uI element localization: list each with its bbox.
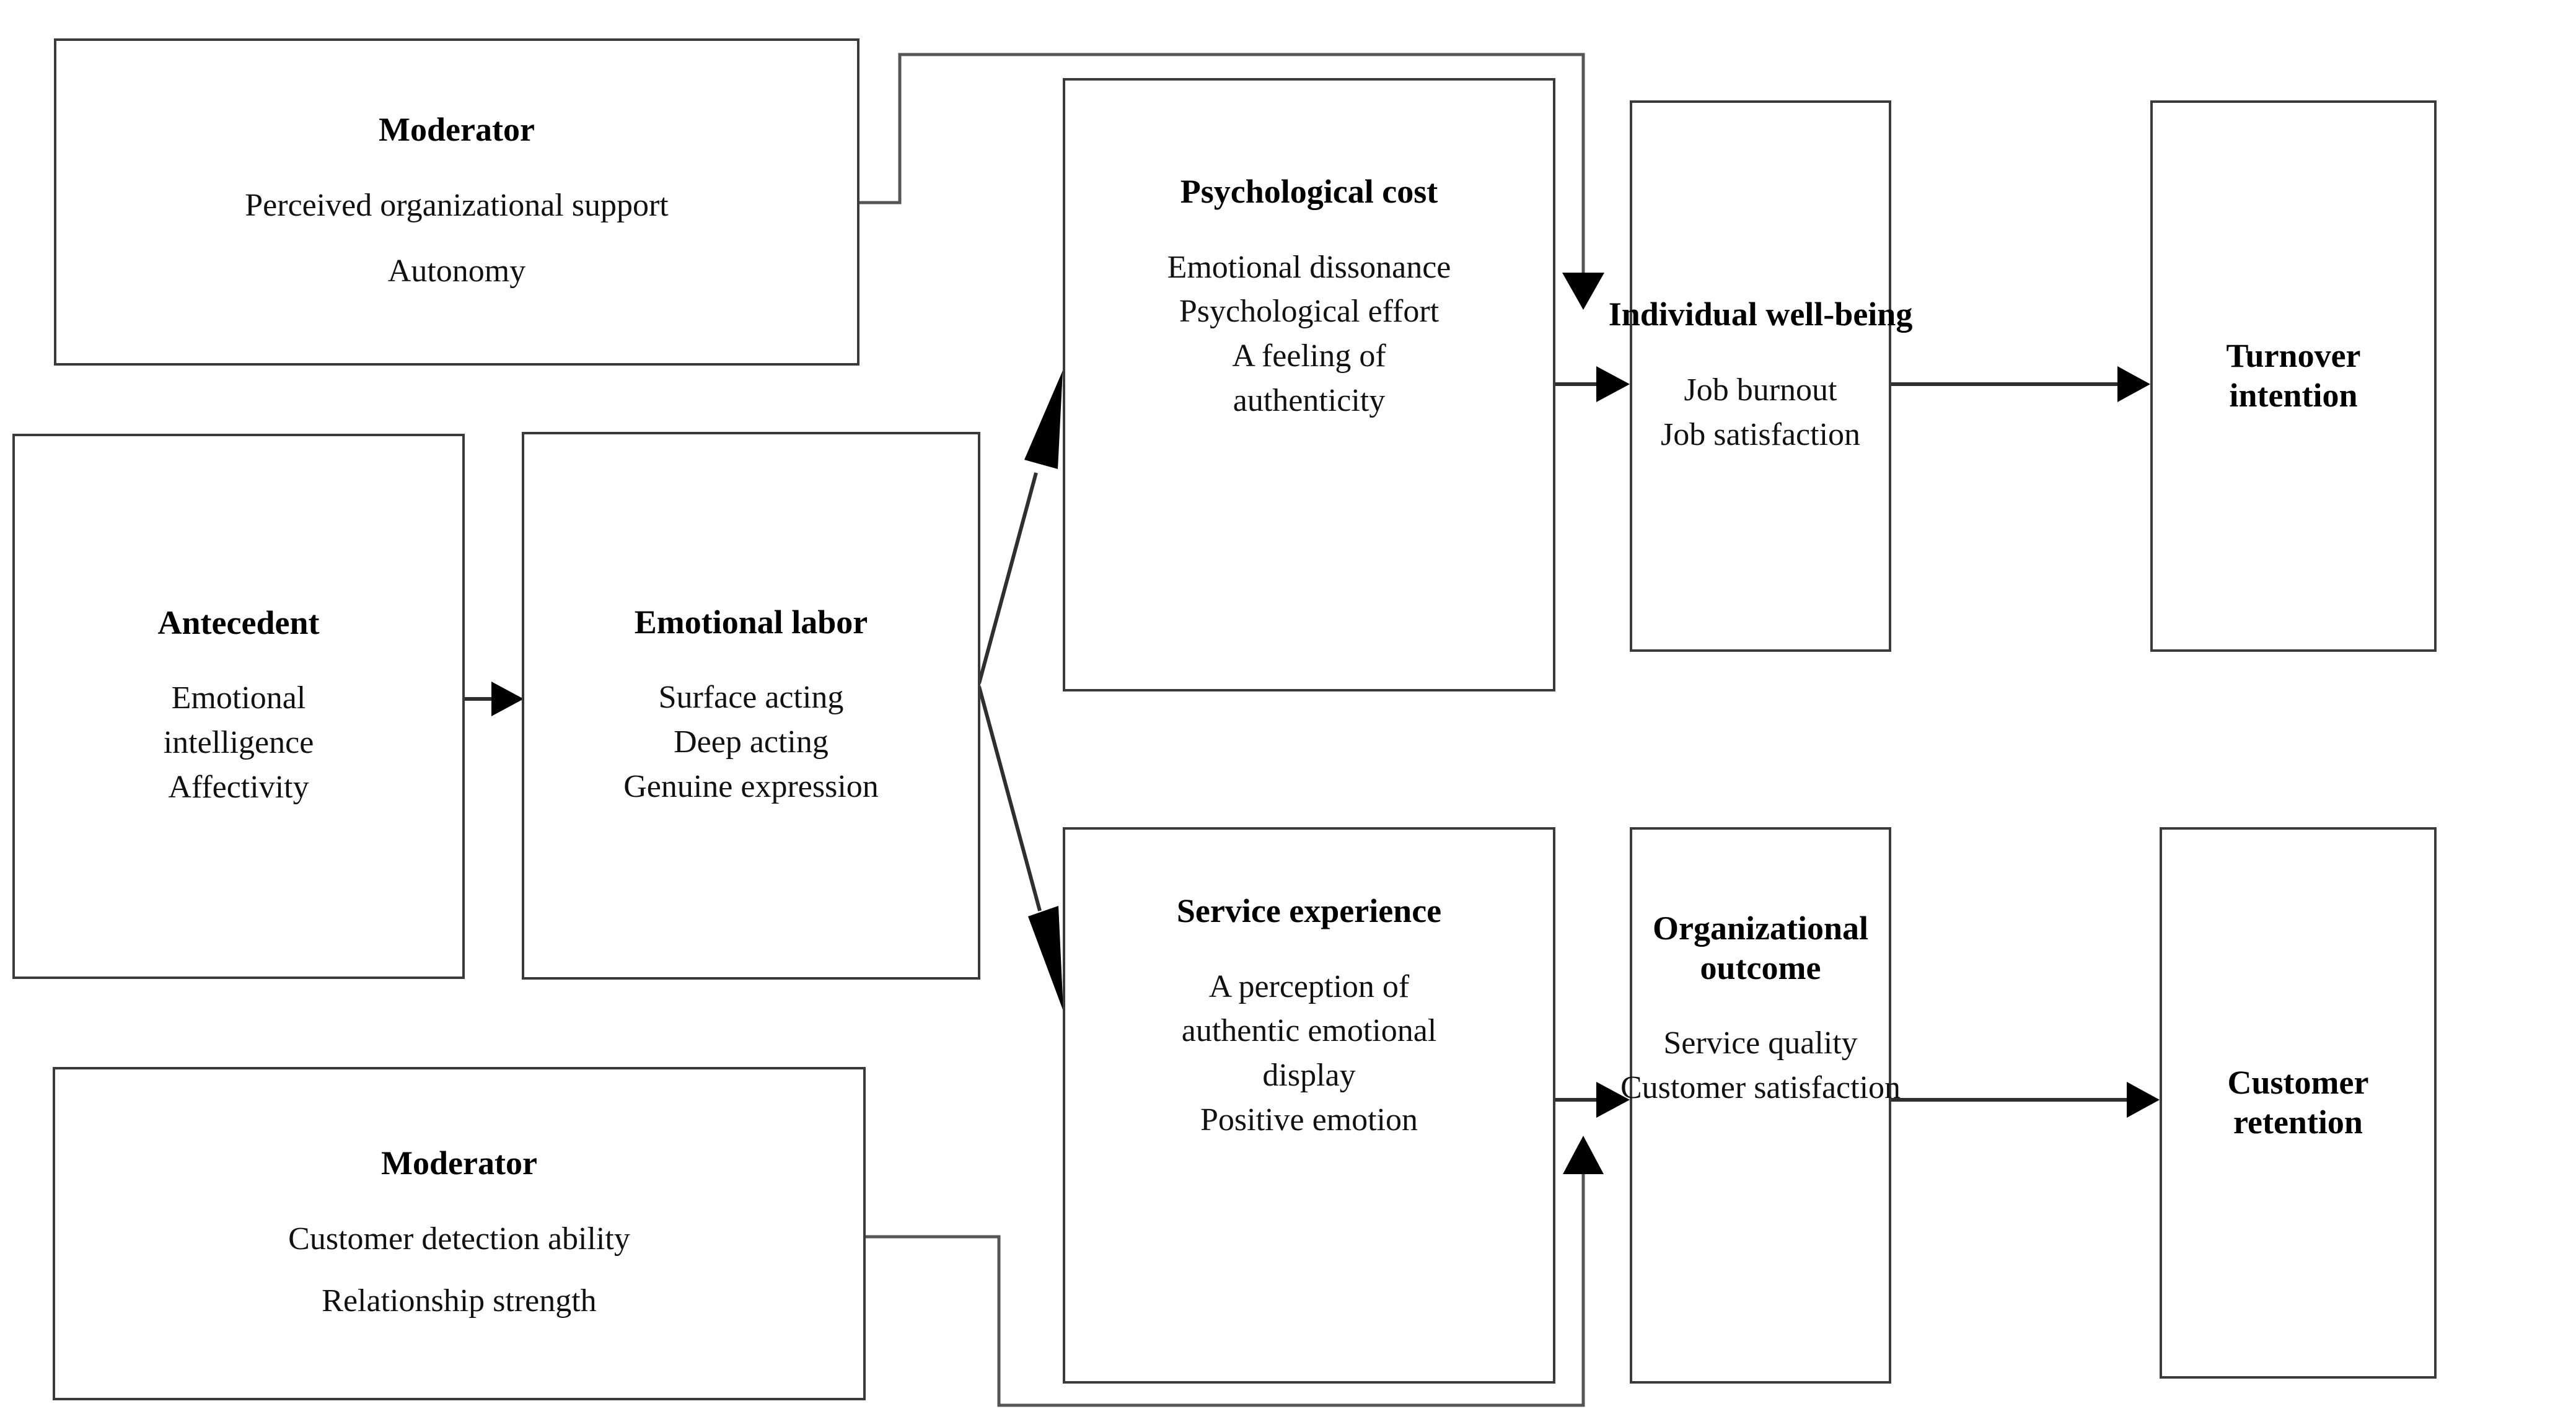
node-moderator-top-items: Perceived organizational support Autonom… xyxy=(245,183,669,294)
list-item: authenticity xyxy=(1233,382,1386,418)
node-antecedent-items: Emotional intelligence Affectivity xyxy=(164,676,314,809)
list-item: Emotional xyxy=(171,680,306,716)
node-emotional-labor-items: Surface acting Deep acting Genuine expre… xyxy=(623,675,879,809)
node-service-experience[interactable]: Service experience A perception of authe… xyxy=(1063,827,1555,1384)
list-item: Perceived organizational support xyxy=(245,188,669,224)
node-moderator-bottom-title: Moderator xyxy=(381,1144,537,1182)
node-psychological-cost-items: Emotional dissonance Psychological effor… xyxy=(1167,245,1451,423)
node-individual-wellbeing-items: Job burnout Job satisfaction xyxy=(1661,368,1860,457)
edge-service-experience-to-organizational-outcome xyxy=(1555,1082,1630,1118)
list-item: Autonomy xyxy=(387,253,526,289)
list-item: Customer satisfaction xyxy=(1620,1070,1901,1106)
edge-individual-wellbeing-to-turnover-intention xyxy=(1891,366,2150,402)
edge-emotional-labor-to-psychological-cost xyxy=(977,371,1063,684)
list-item: A perception of xyxy=(1208,968,1410,1004)
node-service-experience-items: A perception of authentic emotional disp… xyxy=(1182,965,1437,1143)
list-item: Job satisfaction xyxy=(1660,416,1861,452)
node-turnover-intention[interactable]: Turnover intention xyxy=(2150,100,2437,652)
list-item: Customer detection ability xyxy=(288,1221,630,1257)
list-item: Deep acting xyxy=(674,724,829,760)
list-item: Genuine expression xyxy=(623,768,879,804)
list-item: authentic emotional xyxy=(1181,1013,1437,1049)
node-turnover-intention-title: Turnover intention xyxy=(2226,337,2361,414)
list-item: Psychological effort xyxy=(1179,294,1440,330)
list-item: Service quality xyxy=(1663,1025,1858,1061)
list-item: Positive emotion xyxy=(1200,1102,1418,1138)
edge-psychological-cost-to-individual-wellbeing xyxy=(1555,366,1630,402)
node-organizational-outcome-items: Service quality Customer satisfaction xyxy=(1620,1021,1901,1110)
edge-organizational-outcome-to-customer-retention xyxy=(1891,1082,2160,1118)
node-emotional-labor[interactable]: Emotional labor Surface acting Deep acti… xyxy=(522,432,980,980)
node-psychological-cost[interactable]: Psychological cost Emotional dissonance … xyxy=(1063,78,1555,691)
node-service-experience-title: Service experience xyxy=(1176,892,1442,929)
node-moderator-top[interactable]: Moderator Perceived organizational suppo… xyxy=(54,38,859,366)
node-customer-retention[interactable]: Customer retention xyxy=(2160,827,2437,1379)
edge-antecedent-to-emotional-labor xyxy=(465,682,524,716)
list-item: Job burnout xyxy=(1684,372,1837,408)
list-item: Emotional dissonance xyxy=(1167,249,1451,285)
list-item: Affectivity xyxy=(168,769,309,805)
edge-emotional-labor-to-service-experience xyxy=(977,686,1063,1011)
node-antecedent[interactable]: Antecedent Emotional intelligence Affect… xyxy=(12,434,465,979)
node-organizational-outcome-title: Organizational outcome xyxy=(1653,910,1868,986)
node-antecedent-title: Antecedent xyxy=(157,603,320,641)
list-item: Surface acting xyxy=(658,680,844,716)
node-organizational-outcome[interactable]: Organizational outcome Service quality C… xyxy=(1620,827,1901,1384)
node-customer-retention-title: Customer retention xyxy=(2227,1064,2369,1141)
node-individual-wellbeing[interactable]: Individual well-being Job burnout Job sa… xyxy=(1609,100,1912,652)
list-item: A feeling of xyxy=(1232,338,1386,374)
node-moderator-bottom-items: Customer detection ability Relationship … xyxy=(288,1217,630,1323)
node-individual-wellbeing-title: Individual well-being xyxy=(1608,296,1913,333)
node-emotional-labor-title: Emotional labor xyxy=(634,603,868,641)
node-moderator-bottom[interactable]: Moderator Customer detection ability Rel… xyxy=(53,1067,866,1400)
list-item: intelligence xyxy=(163,724,314,760)
list-item: display xyxy=(1262,1058,1356,1094)
node-psychological-cost-title: Psychological cost xyxy=(1180,173,1438,210)
node-moderator-top-title: Moderator xyxy=(379,111,535,149)
list-item: Relationship strength xyxy=(322,1283,597,1319)
